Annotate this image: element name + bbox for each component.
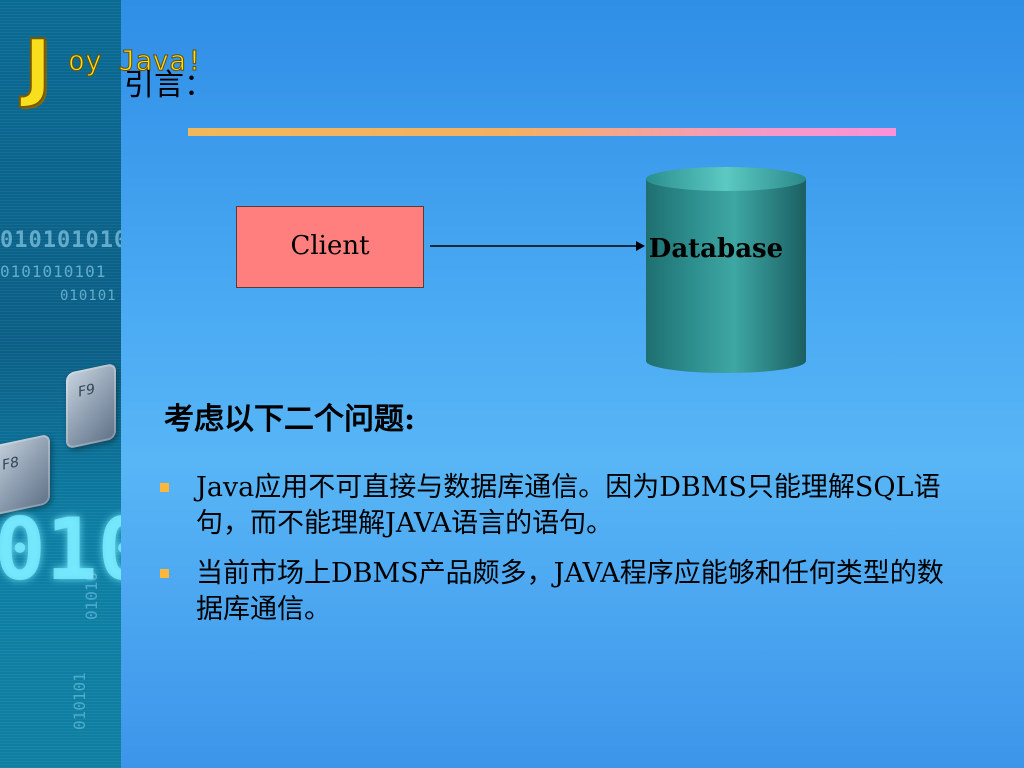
key-label: F8 <box>2 454 19 474</box>
slide-title: 引言： <box>124 68 214 103</box>
bullet-text: Java应用不可直接与数据库通信。因为DBMS只能理解SQL语句，而不能理解JA… <box>196 472 941 539</box>
bullet-text: 当前市场上DBMS产品颇多，JAVA程序应能够和任何类型的数据库通信。 <box>196 558 944 625</box>
client-box: Client <box>236 206 424 288</box>
list-item: Java应用不可直接与数据库通信。因为DBMS只能理解SQL语句，而不能理解JA… <box>160 470 950 542</box>
square-bullet-icon <box>160 483 169 492</box>
connection-arrow <box>430 241 645 251</box>
database-cylinder <box>646 167 806 373</box>
vertical-binary-2: 010101 <box>70 672 89 730</box>
square-bullet-icon <box>160 569 169 578</box>
vertical-binary-1: 01010 <box>82 571 101 620</box>
question-heading: 考虑以下二个问题: <box>164 402 416 437</box>
database-label: Database <box>648 234 784 264</box>
glowing-binary-digits: 010 <box>0 500 121 600</box>
client-label: Client <box>290 231 370 261</box>
key-label: F9 <box>78 381 95 401</box>
bullet-list: Java应用不可直接与数据库通信。因为DBMS只能理解SQL语句，而不能理解JA… <box>160 470 950 642</box>
binary-row-2: 0101010101 <box>0 262 107 281</box>
keyboard-key-f9: F9 <box>66 362 116 450</box>
binary-row-3: 010101 <box>60 288 117 304</box>
title-underline <box>188 128 896 136</box>
logo-text: oy Java! <box>68 44 204 78</box>
logo-letter: J <box>23 24 53 110</box>
list-item: 当前市场上DBMS产品颇多，JAVA程序应能够和任何类型的数据库通信。 <box>160 556 950 628</box>
